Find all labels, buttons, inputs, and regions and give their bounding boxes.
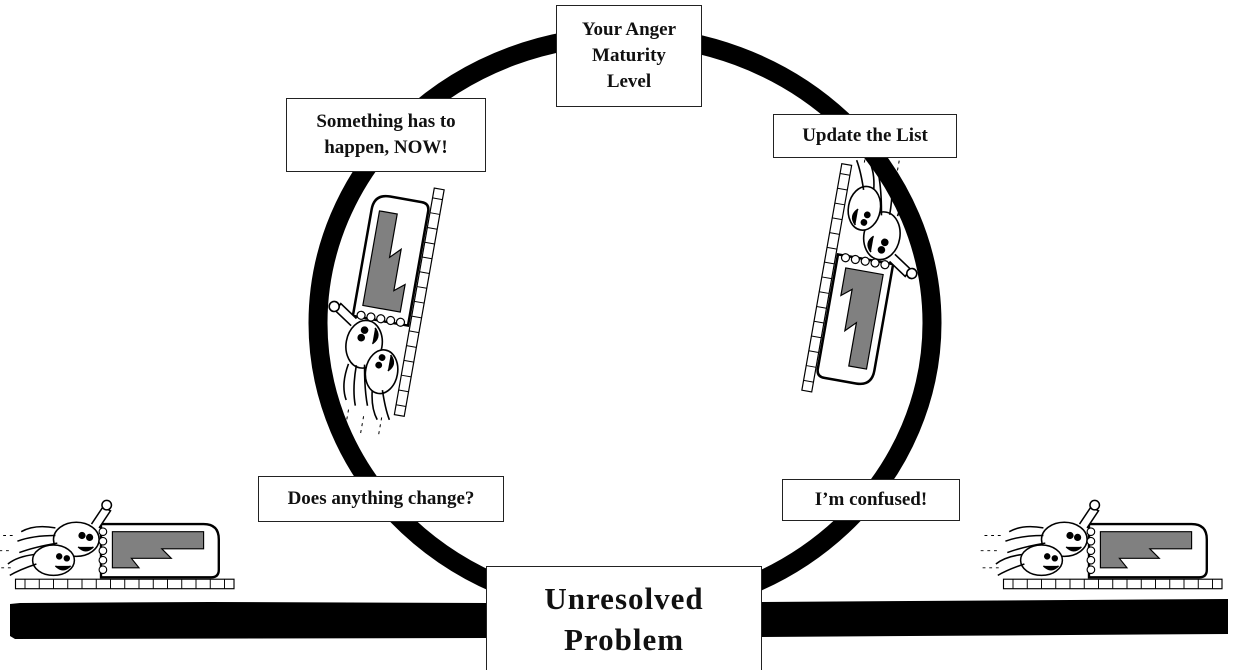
label-text: Update the List — [802, 123, 928, 149]
roller-coaster-car-icon — [802, 140, 938, 406]
label-text: I’m confused! — [815, 487, 927, 513]
label-text: Something has to happen, NOW! — [316, 109, 455, 161]
label-text: Unresolved Problem — [544, 578, 703, 660]
ground-line-right — [762, 599, 1228, 637]
label-unresolved-problem: Unresolved Problem — [486, 566, 762, 670]
roller-coaster-car-icon — [0, 500, 234, 588]
label-something-has-to-happen: Something has to happen, NOW! — [286, 98, 486, 172]
label-update-the-list: Update the List — [773, 114, 957, 158]
label-does-anything-change: Does anything change? — [258, 476, 504, 522]
label-im-confused: I’m confused! — [782, 479, 960, 521]
label-text: Does anything change? — [288, 486, 475, 512]
ground-line-left — [10, 602, 487, 639]
label-anger-maturity-level: Your Anger Maturity Level — [556, 5, 702, 107]
label-text: Your Anger Maturity Level — [582, 17, 676, 95]
roller-coaster-car-icon — [981, 500, 1222, 588]
